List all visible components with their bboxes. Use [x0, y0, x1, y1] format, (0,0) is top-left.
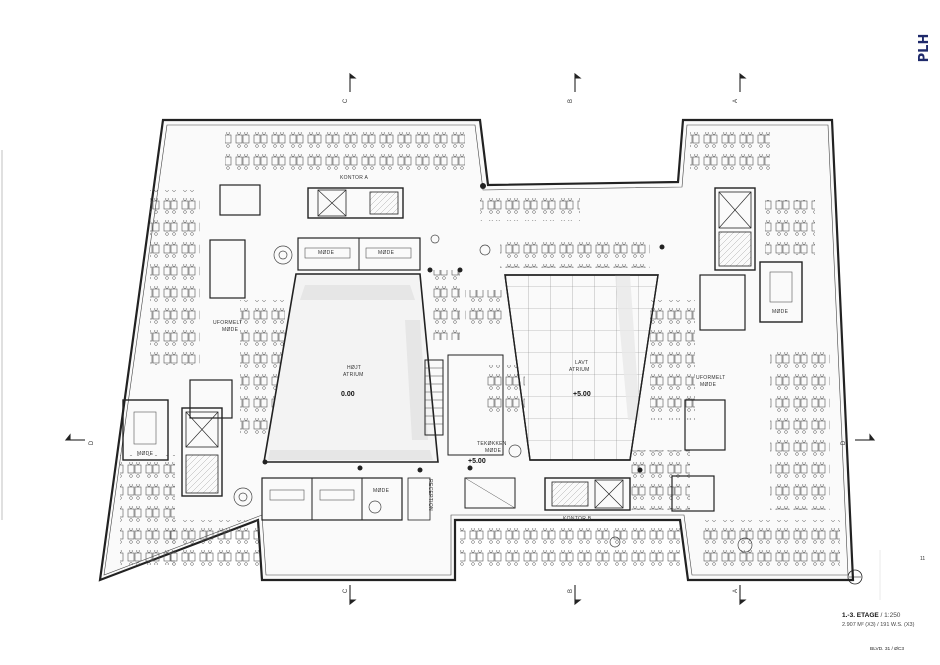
section-top-c: C: [343, 98, 350, 104]
north-arrow-icon: [847, 569, 863, 585]
section-top-b: B: [568, 98, 575, 104]
brand-logo: PLH: [917, 33, 932, 63]
label-uformelt-right: UFORMELT: [696, 375, 726, 381]
label-reception: RECEPTION: [426, 479, 433, 511]
label-mode-top-2: MØDE: [378, 250, 395, 256]
label-uformelt-right-2: MØDE: [700, 382, 717, 388]
label-hojt-atrium: HØJT: [347, 365, 362, 371]
drawing-title-text: 1.-3. ETAGE: [842, 612, 879, 619]
label-mode-bottom: MØDE: [373, 488, 390, 494]
label-lavt-atrium: LAVT: [575, 360, 589, 366]
section-bottom-a: A: [733, 588, 740, 594]
level-lavt: +5.00: [573, 391, 591, 398]
label-kontor-a: KONTOR A: [340, 175, 369, 181]
section-top-a: A: [733, 98, 740, 104]
page-number: 11: [920, 556, 926, 562]
level-teknik: +5.00: [468, 458, 486, 465]
drawing-footer: BLVD. 31 / ØC3: [870, 647, 905, 652]
label-mode-right: MØDE: [772, 309, 789, 315]
building-outline: [98, 118, 855, 582]
section-right-d: D: [841, 440, 848, 446]
section-left-d: D: [89, 440, 96, 446]
label-kontor-b: KONTOR B: [563, 516, 592, 522]
section-bottom-c: C: [343, 588, 350, 594]
label-hojt-atrium-2: ATRIUM: [343, 372, 364, 378]
label-mode-left: MØDE: [137, 451, 154, 457]
label-mode-top-1: MØDE: [318, 250, 335, 256]
label-uformelt: UFORMELT: [213, 320, 243, 326]
level-hojt: 0.00: [341, 391, 355, 398]
section-bottom-b: B: [568, 588, 575, 594]
drawing-scale: / 1:250: [880, 612, 901, 619]
label-lavt-atrium-2: ATRIUM: [569, 367, 590, 373]
label-teknik: TEKØKKEN: [477, 441, 507, 447]
label-teknik-2: MØDE: [485, 448, 502, 454]
drawing-title: 1.-3. ETAGE / 1:250: [842, 612, 900, 619]
drawing-area: 2.907 M² (X3) / 191 W.S. (X3): [842, 622, 915, 628]
label-uformelt-2: MØDE: [222, 327, 239, 333]
